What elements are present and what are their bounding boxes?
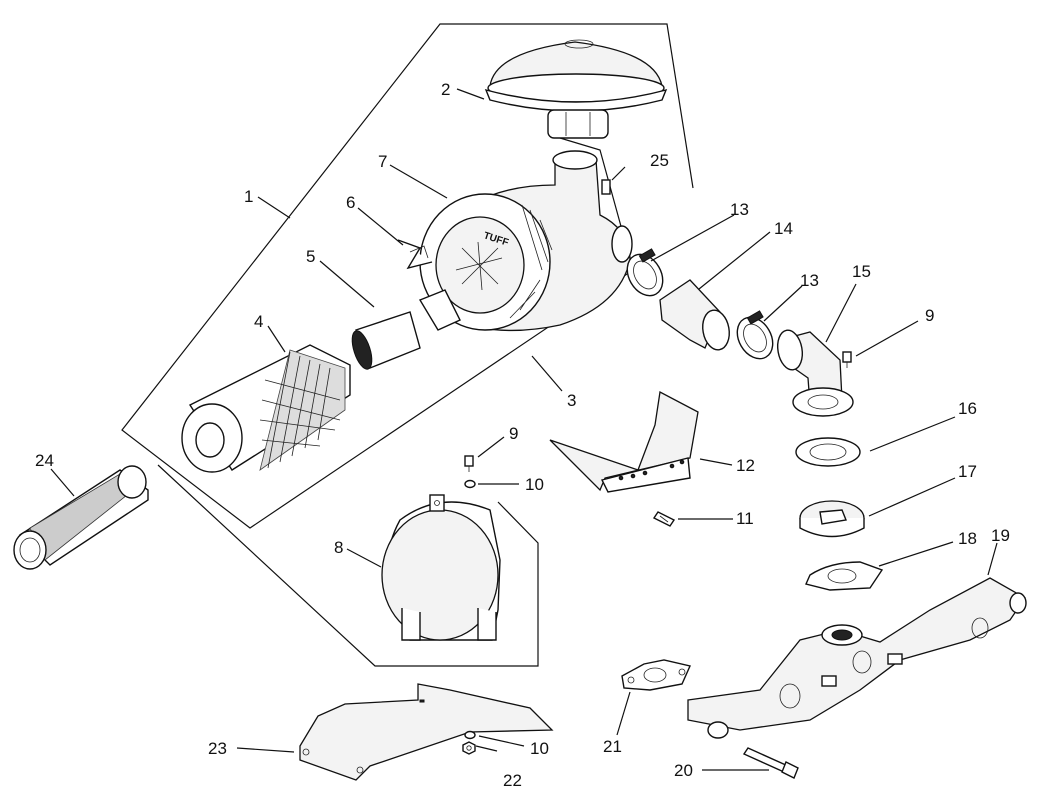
part-23-support-bracket xyxy=(299,683,554,781)
part-15-elbow xyxy=(776,329,854,417)
part-5-sleeve xyxy=(351,311,421,370)
callout-19: 19 xyxy=(991,526,1010,545)
part-16-gasket xyxy=(795,437,861,467)
callout-labels: 1 2 3 4 5 6 7 8 9 9 10 10 11 12 13 13 14… xyxy=(35,80,1010,790)
callout-12: 12 xyxy=(736,456,755,475)
callout-21: 21 xyxy=(603,737,622,756)
callout-11: 11 xyxy=(736,509,754,528)
callout-4: 4 xyxy=(254,312,263,331)
part-21-gasket xyxy=(621,659,691,691)
part-25-fitting xyxy=(601,179,611,195)
part-14-elbow-hose xyxy=(659,279,730,351)
callout-13-a: 13 xyxy=(730,200,749,219)
part-11-screw xyxy=(652,511,676,527)
part-20-bolt xyxy=(742,747,799,779)
leader-lines xyxy=(50,88,998,771)
callout-10-lower: 10 xyxy=(530,739,549,758)
part-24-precleaner xyxy=(13,465,149,570)
part-13-hose-clamp-a xyxy=(626,248,664,297)
part-4-filter-element xyxy=(181,344,351,473)
callout-13-b: 13 xyxy=(800,271,819,290)
part-6-clip xyxy=(397,239,433,270)
part-10-washer-upper xyxy=(464,479,476,489)
callout-6: 6 xyxy=(346,193,355,212)
callout-18: 18 xyxy=(958,529,977,548)
part-8-mounting-band xyxy=(381,494,501,641)
part-13-hose-clamp-b xyxy=(736,310,774,360)
callout-20: 20 xyxy=(674,761,693,780)
part-19-intake-manifold xyxy=(687,577,1027,739)
callout-9-right: 9 xyxy=(925,306,934,325)
callout-8: 8 xyxy=(334,538,343,557)
part-7-air-cleaner-body: TUFF xyxy=(418,150,633,332)
callout-2: 2 xyxy=(441,80,450,99)
callout-16: 16 xyxy=(958,399,977,418)
part-2-air-cleaner-cover xyxy=(484,39,668,139)
callout-25: 25 xyxy=(650,151,669,170)
part-10-washer-lower xyxy=(464,730,476,740)
part-18-gasket xyxy=(805,561,884,591)
callout-1: 1 xyxy=(244,187,253,206)
part-9-bolt-upper xyxy=(464,455,474,472)
part-9-screw-right xyxy=(842,351,852,368)
part-22-nut xyxy=(462,741,476,755)
callout-5: 5 xyxy=(306,247,315,266)
callout-23: 23 xyxy=(208,739,227,758)
part-17-adapter xyxy=(799,500,865,538)
callout-17: 17 xyxy=(958,462,977,481)
callout-14: 14 xyxy=(774,219,793,238)
callout-24: 24 xyxy=(35,451,54,470)
part-12-mounting-bracket xyxy=(549,390,699,493)
callout-9-upper: 9 xyxy=(509,424,518,443)
callout-15: 15 xyxy=(852,262,871,281)
callout-7: 7 xyxy=(378,152,387,171)
callout-22: 22 xyxy=(503,771,522,790)
callout-10-upper: 10 xyxy=(525,475,544,494)
assembly-group-outline xyxy=(121,23,694,667)
callout-3: 3 xyxy=(567,391,576,410)
